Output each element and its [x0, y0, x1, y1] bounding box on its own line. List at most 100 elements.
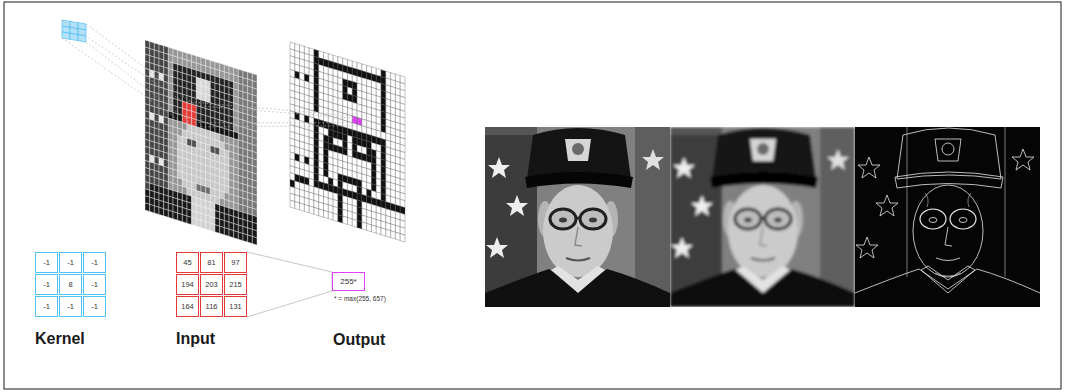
input-pixel	[206, 222, 211, 231]
input-pixel	[238, 232, 243, 241]
output-pixel	[400, 234, 405, 242]
input-pixel	[159, 207, 164, 216]
cell-value: 97	[231, 259, 239, 267]
output-pixel	[295, 202, 300, 210]
output-pixel	[319, 209, 324, 217]
matrix-cell: 164	[176, 296, 199, 317]
matrix-cell: 81	[200, 252, 223, 273]
cell-value: -1	[91, 281, 98, 289]
input-pixel	[196, 219, 201, 228]
output-pixel	[367, 223, 372, 231]
matrix-cell: -1	[59, 252, 82, 273]
input-pixel	[173, 212, 178, 221]
input-pixel	[154, 206, 159, 215]
projection-line	[182, 122, 352, 123]
matrix-cell: 203	[200, 274, 223, 295]
cell-value: 203	[205, 281, 218, 289]
input-pixel	[229, 229, 234, 238]
kernel-cell	[78, 35, 86, 42]
matrix-grid: -1 -1 -1 -1 8 -1 -1 -1 -1	[35, 252, 106, 317]
matrix-cell: 45	[176, 252, 199, 273]
output-pixel	[376, 226, 381, 234]
input-image	[145, 40, 257, 245]
projection-line	[196, 126, 362, 127]
output-pixel	[324, 210, 329, 218]
output-pixel	[309, 206, 314, 214]
matrix-cell: 131	[224, 296, 247, 317]
input-pixel	[201, 220, 206, 229]
projection-line	[196, 106, 362, 119]
input-pixel	[252, 236, 257, 245]
matrix-cell: 116	[200, 296, 223, 317]
matrix-grid: 45 81 97 194 203 215 164 116 131	[176, 252, 247, 317]
cell-value: 45	[183, 259, 191, 267]
input-patch: 458197194203215164116131Input	[176, 252, 247, 317]
cell-value: -1	[43, 303, 50, 311]
output-image	[290, 42, 405, 242]
projection-line	[182, 101, 352, 116]
input-pixel	[248, 235, 253, 244]
input-pixel	[224, 228, 229, 237]
matrix-cell: -1	[83, 274, 106, 295]
photo-ground	[855, 127, 1040, 307]
cell-value: 131	[229, 303, 242, 311]
matrix-cell: -1	[35, 274, 58, 295]
edge-lines	[855, 127, 1040, 293]
cell-value: -1	[67, 303, 74, 311]
pixel-value: 255*	[340, 278, 356, 286]
input-pixel	[187, 216, 192, 225]
projection-line	[62, 20, 182, 101]
output-pixel	[391, 231, 396, 239]
output-pixel	[333, 213, 338, 221]
output-pixel	[300, 203, 305, 211]
input-pixel	[243, 234, 248, 243]
matrix-cell: 194	[176, 274, 199, 295]
cell-value: 81	[207, 259, 215, 267]
patch-connector	[247, 252, 332, 317]
matrix-cell: -1	[83, 252, 106, 273]
input-pixel	[150, 204, 155, 213]
cell-value: -1	[91, 303, 98, 311]
input-pixel	[210, 223, 215, 232]
cell-value: -1	[67, 259, 74, 267]
cell-value: 215	[229, 281, 242, 289]
matrix-cell: -1	[83, 296, 106, 317]
matrix-cell: 8	[59, 274, 82, 295]
kernel-cell	[62, 32, 70, 39]
input-pixel	[178, 213, 183, 222]
projection-line	[86, 42, 196, 127]
output-pixel	[352, 219, 357, 227]
portrait-photo	[670, 127, 855, 307]
cell-value: -1	[91, 259, 98, 267]
cell-value: 8	[68, 281, 72, 289]
projection-lines	[62, 20, 362, 127]
panel-heading: Kernel	[35, 330, 85, 348]
output-pixel	[343, 216, 348, 224]
input-pixel	[215, 225, 220, 234]
cell-value: 116	[206, 303, 218, 311]
input-pixel	[234, 231, 239, 240]
matrix-cell: -1	[35, 296, 58, 317]
output-pixel	[395, 232, 400, 240]
edge-photo	[855, 127, 1040, 307]
kernel-cell	[70, 33, 78, 40]
cell-value: 194	[181, 281, 194, 289]
output-pixel	[338, 215, 343, 223]
matrix-cell: 215	[224, 274, 247, 295]
portrait-photo	[485, 127, 670, 307]
output-pixel	[362, 222, 367, 230]
output-pixel	[328, 212, 333, 220]
output-pixel	[304, 205, 309, 213]
output-pixel	[357, 221, 362, 229]
input-pixel	[164, 209, 169, 218]
cell-value: -1	[43, 259, 50, 267]
output-pixel	[314, 207, 319, 215]
cell-value: 164	[181, 303, 194, 311]
panel-heading: Input	[176, 330, 215, 348]
matrix-cell: -1	[59, 296, 82, 317]
convolution-layers	[62, 20, 405, 245]
panel-heading: Output	[333, 331, 385, 349]
